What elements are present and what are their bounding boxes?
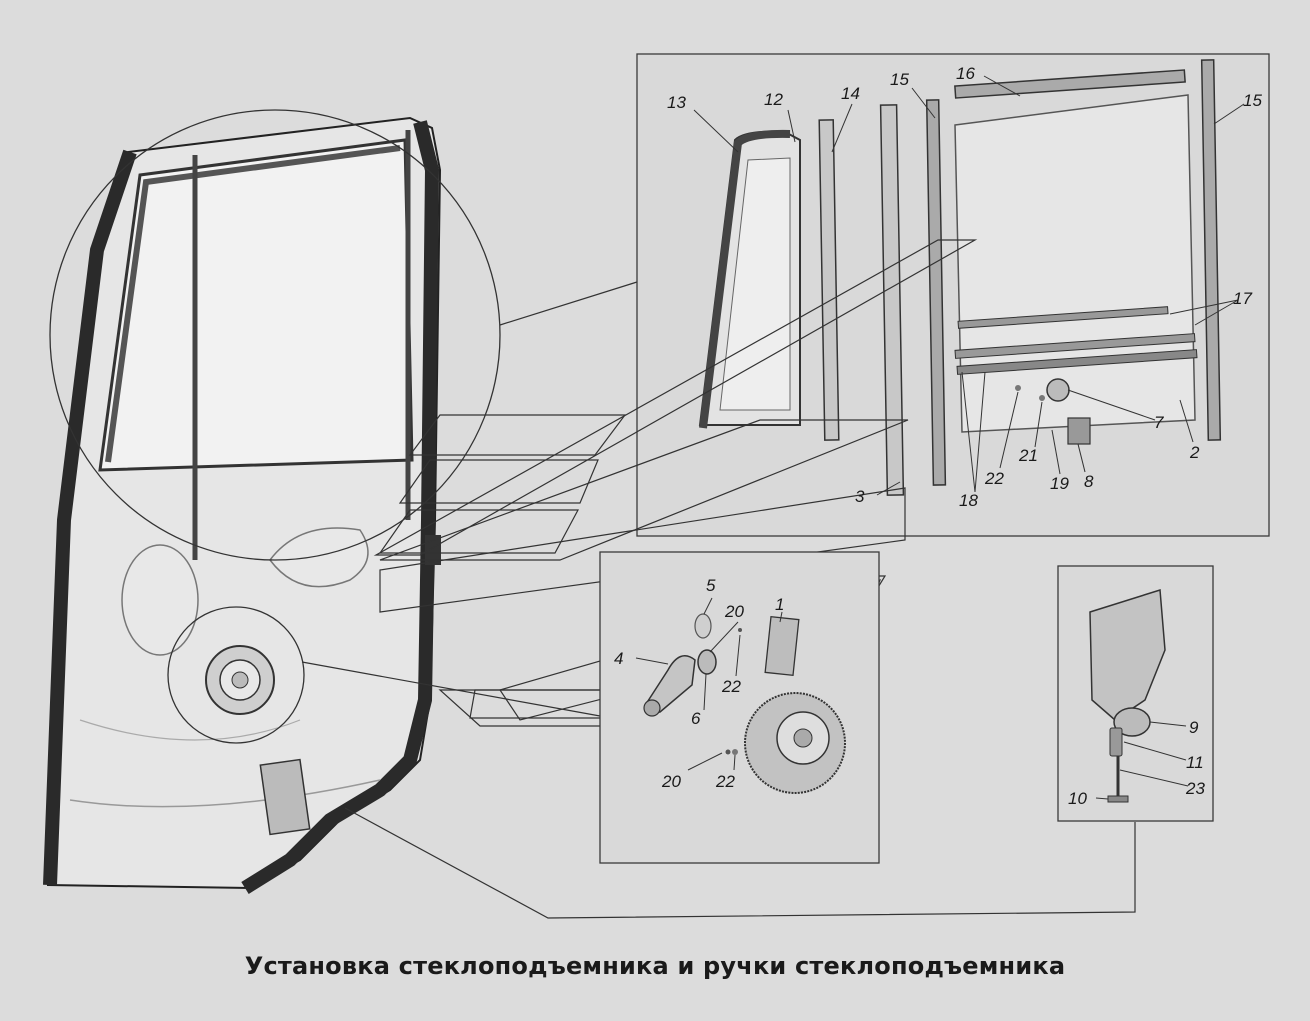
callout-19: 19	[1050, 474, 1069, 493]
glass-lifter-disc	[1046, 378, 1070, 402]
washer-6	[697, 649, 717, 675]
callout-22-top: 22	[984, 469, 1004, 488]
callout-21: 21	[1018, 446, 1038, 465]
bracket-1	[764, 615, 800, 677]
callout-9: 9	[1189, 718, 1199, 737]
strip-17-upper	[957, 306, 1169, 329]
door-panel-lower-line	[69, 779, 381, 808]
channel-14	[818, 119, 840, 441]
callout-7: 7	[1154, 413, 1164, 432]
fastener-22	[1015, 385, 1021, 391]
callout-8: 8	[1084, 472, 1094, 491]
door-panel-hole-oval	[269, 527, 369, 588]
callout-2: 2	[1189, 443, 1200, 462]
seal-16-top	[954, 69, 1186, 99]
callout-22-middle: 22	[721, 677, 741, 696]
seal-15-right	[1200, 59, 1222, 441]
glass-lifter-bracket	[1067, 417, 1091, 445]
lower-bracket-parts	[1089, 589, 1189, 803]
door-window-seal	[105, 145, 401, 463]
callout-labels: 1 2 3 4 5 6 7 8 9 10 11 12 13 14 15 15 1…	[614, 64, 1262, 808]
guide-3	[879, 104, 905, 496]
callout-leaders-middle	[635, 597, 783, 771]
callout-14: 14	[841, 84, 860, 103]
vent-window-seal	[699, 129, 791, 429]
door-panel-hole-large	[121, 544, 199, 656]
door-assembly	[43, 116, 442, 894]
door-panel-lower-line-2	[79, 719, 301, 741]
door-rear-edge	[241, 120, 440, 894]
fastener-22-bottom	[732, 749, 738, 755]
pin-10	[1107, 795, 1129, 803]
door-window-opening	[98, 138, 414, 472]
fastener-21	[1039, 395, 1045, 401]
panel-regulator-handle	[599, 551, 880, 864]
callout-leaders-right	[1095, 721, 1189, 800]
regulator-handle-parts	[635, 597, 846, 794]
vent-window-glass	[719, 157, 791, 411]
regulator-gear-center	[793, 728, 813, 748]
callout-18: 18	[959, 491, 978, 510]
door-lower-bracket	[259, 758, 311, 836]
leader-regulator-to-panel	[301, 661, 601, 717]
callout-11: 11	[1186, 753, 1204, 772]
figure-caption: Установка стеклоподъемника и ручки стекл…	[244, 952, 1066, 980]
callout-15-right: 15	[1243, 91, 1262, 110]
mount-bracket	[1089, 589, 1166, 721]
callout-12: 12	[764, 90, 783, 109]
callout-leaders-top	[693, 75, 1245, 496]
detail-circle-regulator	[167, 606, 305, 744]
callout-6: 6	[691, 709, 701, 728]
window-parts	[693, 59, 1245, 496]
callout-22-bottom: 22	[715, 772, 735, 791]
spring-11	[1109, 727, 1123, 757]
callout-10: 10	[1068, 789, 1087, 808]
fastener-20-top	[738, 628, 742, 632]
strip-18	[956, 349, 1198, 375]
door-front-edge	[43, 149, 137, 886]
callout-17: 17	[1233, 289, 1252, 308]
seal-15-left	[925, 99, 947, 486]
fastener-20-bottom	[725, 749, 731, 755]
strip-17-lower	[954, 333, 1196, 359]
callout-15-left: 15	[890, 70, 909, 89]
callout-16: 16	[956, 64, 975, 83]
callout-1: 1	[775, 595, 784, 614]
leader-bracket-to-panel	[344, 807, 1136, 919]
callout-13: 13	[667, 93, 686, 112]
callout-5: 5	[706, 576, 716, 595]
rosette-5	[694, 613, 712, 639]
detail-circle-window	[49, 109, 501, 561]
leader-window-to-panel	[499, 281, 638, 326]
callout-20-top: 20	[724, 602, 744, 621]
callout-23: 23	[1185, 779, 1205, 798]
callout-20-bottom: 20	[661, 772, 681, 791]
main-glass	[954, 94, 1196, 433]
callout-3: 3	[855, 487, 865, 506]
door-regulator-mechanism	[205, 645, 275, 715]
handle-knob	[643, 699, 661, 717]
callout-4: 4	[614, 649, 623, 668]
